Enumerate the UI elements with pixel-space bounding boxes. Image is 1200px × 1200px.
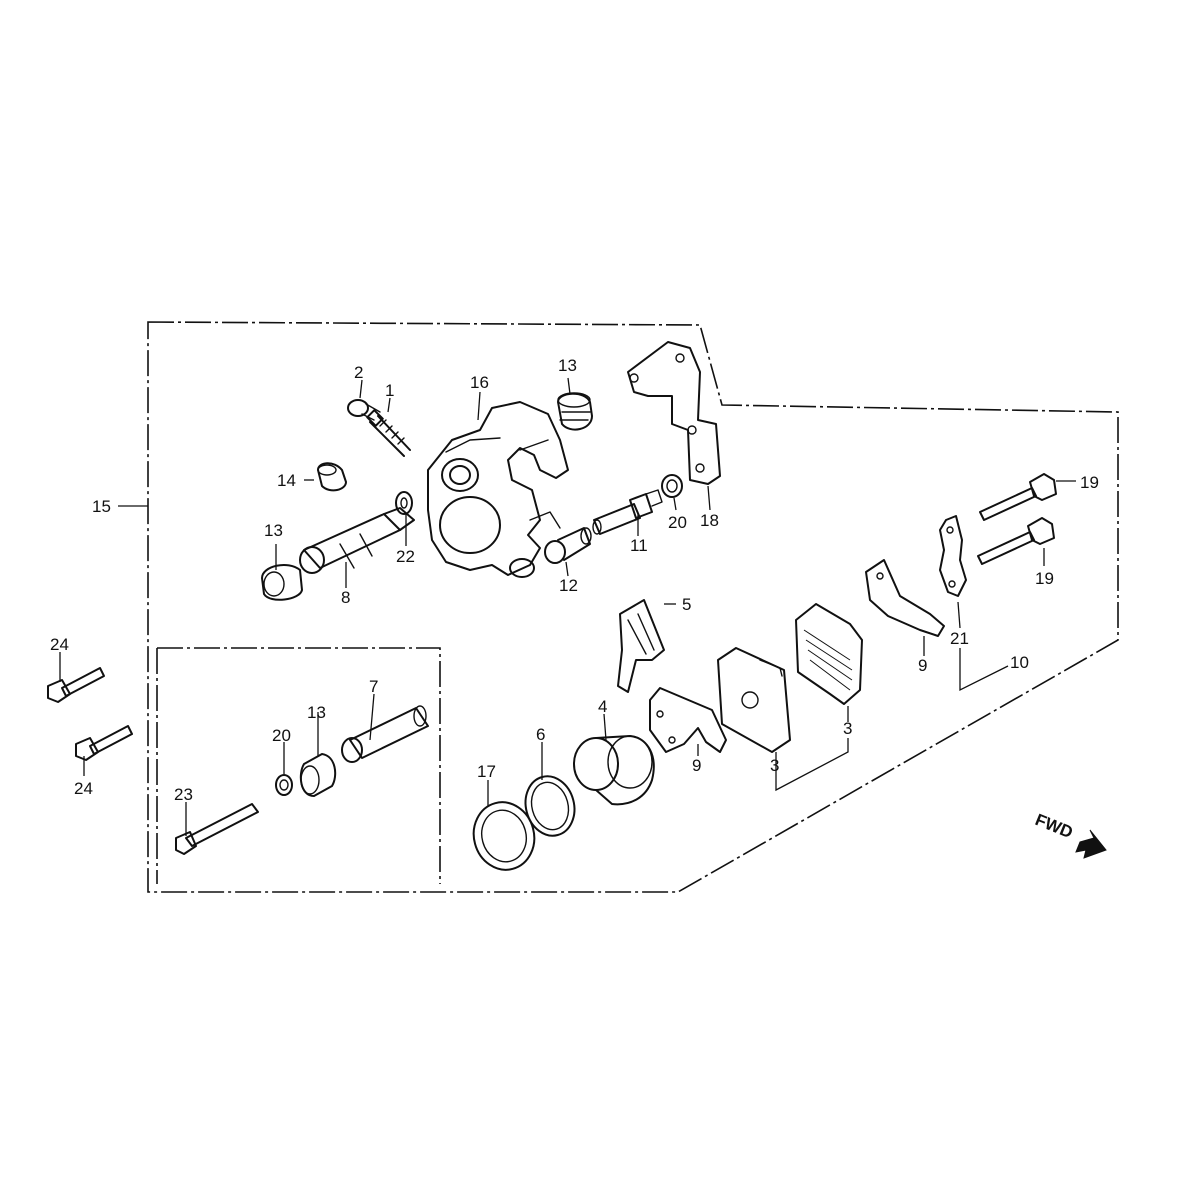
callout-13c: 13 (307, 703, 326, 722)
callout-20b: 20 (272, 726, 291, 745)
bushing-12 (544, 527, 592, 564)
callout-4: 4 (598, 697, 607, 716)
forward-arrow: FWD (1033, 810, 1107, 859)
bolt-19-upper (979, 473, 1057, 521)
callout-18: 18 (700, 511, 719, 530)
pin-bolt-11 (592, 489, 663, 535)
callout-labels: 1 2 3 3 4 5 6 7 8 9 9 10 11 12 13 13 13 … (50, 356, 1099, 804)
retainer-21 (939, 515, 967, 597)
callout-5: 5 (682, 595, 691, 614)
callout-21: 21 (950, 629, 969, 648)
boot-left (261, 563, 303, 601)
callout-6: 6 (536, 725, 545, 744)
bleed-cap (347, 399, 381, 421)
seal-6 (524, 775, 576, 837)
callout-12: 12 (559, 576, 578, 595)
leader-lines (59, 377, 1076, 836)
callout-20a: 20 (668, 513, 687, 532)
callout-19b: 19 (1035, 569, 1054, 588)
washer-22 (395, 491, 413, 515)
callout-19a: 19 (1080, 473, 1099, 492)
callout-16: 16 (470, 373, 489, 392)
boot-top (557, 392, 593, 431)
callout-13b: 13 (264, 521, 283, 540)
seal-17 (472, 801, 536, 871)
bolt-19-lower (977, 517, 1055, 565)
callout-3b: 3 (843, 719, 852, 738)
pad-3-rear (795, 603, 863, 705)
piston-4 (573, 735, 655, 806)
callout-2: 2 (354, 363, 363, 382)
bolt-24-lower (75, 725, 133, 761)
bleed-valve (366, 409, 411, 457)
callout-1: 1 (385, 381, 394, 400)
shim-9-right (865, 559, 945, 637)
callout-13a: 13 (558, 356, 577, 375)
callout-23: 23 (174, 785, 193, 804)
boot-13-inset (299, 753, 337, 797)
callout-24a: 24 (50, 635, 69, 654)
callout-14: 14 (277, 471, 296, 490)
callout-3a: 3 (770, 756, 779, 775)
caliper-body (427, 401, 569, 578)
shim-9-left (649, 687, 727, 753)
washer-20-inset (275, 774, 293, 796)
bolt-23 (175, 803, 259, 855)
callout-7: 7 (369, 677, 378, 696)
pad-3-front (717, 647, 791, 753)
washer-20-top (661, 474, 683, 498)
callout-17: 17 (477, 762, 496, 781)
callout-22: 22 (396, 547, 415, 566)
assembly-outline (147, 321, 1119, 893)
callout-9b: 9 (918, 656, 927, 675)
bolt-24-upper (47, 667, 105, 703)
bracket-18 (627, 341, 721, 485)
callout-15: 15 (92, 497, 111, 516)
fwd-label: FWD (1033, 810, 1076, 842)
plug (317, 462, 347, 492)
callout-8: 8 (341, 588, 350, 607)
callout-11: 11 (630, 536, 648, 555)
callout-9a: 9 (692, 756, 701, 775)
sleeve-7 (341, 705, 429, 763)
spring-5 (617, 599, 665, 693)
callout-10: 10 (1010, 653, 1029, 672)
callout-24b: 24 (74, 779, 93, 798)
